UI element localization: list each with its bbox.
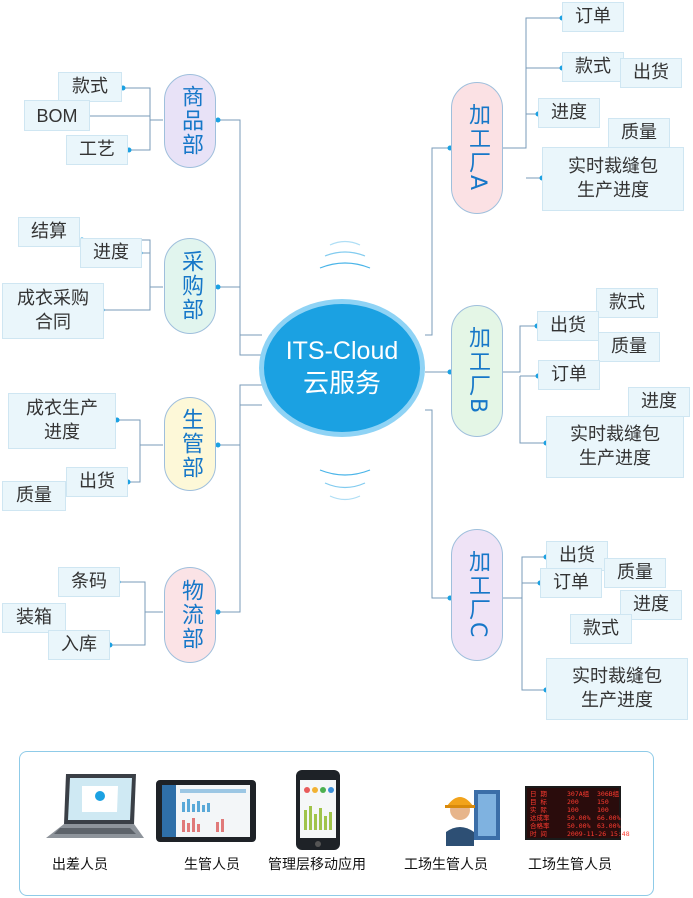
phone-icon xyxy=(294,770,342,850)
device-label-worker: 工场生管人员 xyxy=(404,857,488,873)
laptop-icon xyxy=(42,772,146,842)
leaf-c-chuhuo[interactable]: 出货 xyxy=(546,541,608,571)
factory-b[interactable]: 加工厂B xyxy=(451,305,503,437)
factory-a[interactable]: 加工厂A xyxy=(451,82,503,214)
led-cell: 63.00% xyxy=(597,822,621,830)
device-label-laptop: 出差人员 xyxy=(52,857,108,873)
leaf-shengguan-zhiliang[interactable]: 质量 xyxy=(2,481,66,511)
led-cell: 307A组 xyxy=(567,789,590,798)
signal-waves xyxy=(319,240,371,501)
led-cell: 50.00% xyxy=(567,822,591,830)
leaf-c-realtime[interactable]: 实时裁缝包生产进度 xyxy=(546,658,688,720)
leaf-a-dingdan[interactable]: 订单 xyxy=(562,2,624,32)
device-label-tablet: 生管人员 xyxy=(184,857,240,873)
hub-title: ITS-Cloud xyxy=(285,337,399,365)
leaf-shangpin-gongyi[interactable]: 工艺 xyxy=(66,135,128,165)
dept-shengguan[interactable]: 生管部 xyxy=(164,397,216,491)
leaf-c-zhiliang[interactable]: 质量 xyxy=(604,558,666,588)
worker-icon xyxy=(438,782,502,846)
led-cell: 306B组 xyxy=(597,789,620,798)
led-cell: 150 xyxy=(597,798,609,806)
leaf-c-jindu[interactable]: 进度 xyxy=(620,590,682,620)
led-cell: 100 xyxy=(597,806,609,814)
leaf-a-realtime[interactable]: 实时裁缝包生产进度 xyxy=(542,147,684,211)
leaf-shengguan-progress[interactable]: 成衣生产进度 xyxy=(8,393,116,449)
leaf-caigou-contract[interactable]: 成衣采购合同 xyxy=(2,283,104,339)
leaf-a-kuanshi[interactable]: 款式 xyxy=(562,52,624,82)
leaf-b-realtime[interactable]: 实时裁缝包生产进度 xyxy=(546,416,684,478)
leaf-c-kuanshi[interactable]: 款式 xyxy=(570,614,632,644)
leaf-caigou-jindu[interactable]: 进度 xyxy=(80,238,142,268)
dept-wuliu[interactable]: 物流部 xyxy=(164,567,216,663)
leaf-shangpin-kuanshi[interactable]: 款式 xyxy=(58,72,122,102)
led-cell: 合格率 xyxy=(530,821,550,830)
its-cloud-hub[interactable]: ITS-Cloud 云服务 xyxy=(259,299,425,437)
device-panel: 出差人员 生管人员 xyxy=(19,751,654,896)
led-cell: 2009-11-26 15:48 xyxy=(567,830,630,838)
factory-c[interactable]: 加工厂C xyxy=(451,529,503,661)
leaf-caigou-jiesuan[interactable]: 结算 xyxy=(18,217,80,247)
leaf-b-jindu[interactable]: 进度 xyxy=(628,387,690,417)
device-label-led-board: 工场生管人员 xyxy=(528,857,612,873)
leaf-wuliu-ruku[interactable]: 入库 xyxy=(48,630,110,660)
leaf-wuliu-zhuangxiang[interactable]: 装箱 xyxy=(2,603,66,633)
led-cell: 达成率 xyxy=(530,813,550,822)
led-cell: 200 xyxy=(567,798,579,806)
led-cell: 日 期 xyxy=(530,790,547,798)
leaf-a-zhiliang[interactable]: 质量 xyxy=(608,118,670,148)
leaf-b-chuhuo[interactable]: 出货 xyxy=(537,311,599,341)
led-board-icon: 日 期 307A组 306B组目 标 200 150 实 际 100 100 达成率 50.00%… xyxy=(525,786,630,840)
leaf-shangpin-bom[interactable]: BOM xyxy=(24,100,90,131)
led-cell: 100 xyxy=(567,806,579,814)
dept-shangpin[interactable]: 商品部 xyxy=(164,74,216,168)
led-cell: 时 间 xyxy=(530,829,547,838)
leaf-wuliu-tiaoma[interactable]: 条码 xyxy=(58,567,120,597)
leaf-a-jindu[interactable]: 进度 xyxy=(538,98,600,128)
leaf-shengguan-chuhuo[interactable]: 出货 xyxy=(66,467,128,497)
leaf-b-kuanshi[interactable]: 款式 xyxy=(596,288,658,318)
led-cell: 目 标 xyxy=(530,797,547,806)
led-cell: 66.00% xyxy=(597,814,621,822)
dept-caigou[interactable]: 采购部 xyxy=(164,238,216,334)
leaf-a-chuhuo[interactable]: 出货 xyxy=(620,58,682,88)
device-label-phone: 管理层移动应用 xyxy=(268,857,366,873)
led-cell: 50.00% xyxy=(567,814,591,822)
led-cell: 实 际 xyxy=(530,805,547,814)
tablet-icon xyxy=(156,780,256,842)
leaf-b-dingdan[interactable]: 订单 xyxy=(538,360,600,390)
hub-subtitle: 云服务 xyxy=(302,369,381,399)
leaf-b-zhiliang[interactable]: 质量 xyxy=(598,332,660,362)
leaf-c-dingdan[interactable]: 订单 xyxy=(540,568,602,598)
